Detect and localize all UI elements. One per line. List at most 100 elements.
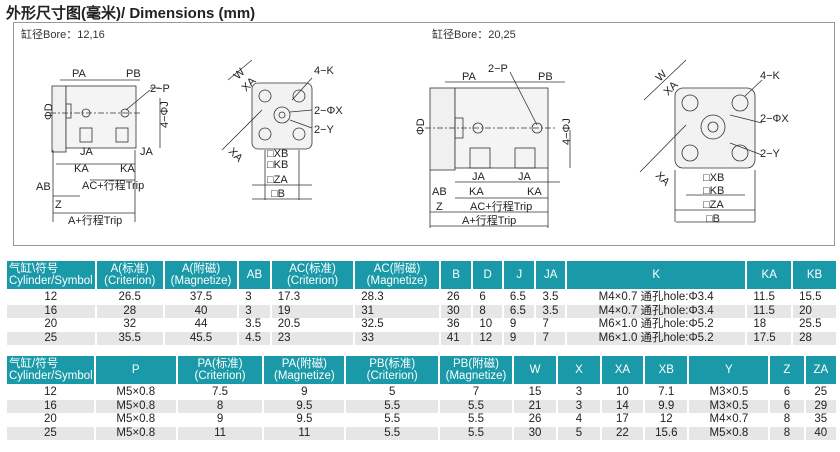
dim-za: □ZA [703, 199, 724, 211]
column-header: XA [601, 356, 644, 386]
table-cell: 9 [503, 331, 535, 345]
column-header-line: Cylinder/Symbol [9, 370, 93, 382]
table-cell: 17 [615, 413, 629, 425]
table-cell: 37.5 [189, 291, 213, 303]
table-cell: M4×0.7 通孔hole:Φ3.4 [598, 291, 714, 303]
column-header-line: J [516, 269, 523, 281]
table-cell: 12 [44, 291, 58, 303]
table-cell: 26.5 [118, 291, 141, 303]
column-header-line: (Criterion) [104, 275, 156, 287]
table-cell: 5.5 [384, 413, 401, 425]
column-header-line: KA [761, 269, 777, 281]
table-cell: 12 [473, 331, 502, 345]
table-cell: 15.6 [645, 426, 688, 440]
column-header-line: PB(标准) [369, 358, 416, 370]
table-cell: 28.3 [361, 291, 384, 303]
dim-ja: JA [140, 146, 154, 158]
column-header: KB [793, 261, 836, 291]
table-cell: M5×0.8 [95, 426, 176, 440]
table-cell: 25 [7, 426, 94, 440]
column-header: ZA [805, 356, 836, 386]
table-cell: 36 [446, 318, 460, 330]
table-cell: M3×0.5 [689, 399, 769, 413]
table-cell: 6 [479, 291, 486, 303]
dim-xa: XA [653, 170, 672, 189]
column-header: AC(附磁)(Magnetize) [355, 261, 439, 291]
column-header: PB(附磁)(Magnetize) [440, 356, 512, 386]
table-cell: 44 [194, 318, 208, 330]
drawing-frame [13, 22, 835, 246]
table-cell: 23 [271, 331, 354, 345]
column-header-line: PB(附磁) [453, 358, 499, 370]
table-cell: 16 [7, 399, 94, 413]
table-cell: 18 [753, 318, 767, 330]
table-cell: 14 [601, 399, 644, 413]
table-cell: M6×1.0 通孔hole:Φ5.2 [567, 331, 746, 345]
left-bore-label: 缸径Bore：12,16 [21, 27, 105, 41]
dim-pb: PB [538, 71, 553, 83]
table-cell: 11 [177, 426, 263, 440]
column-header-line: 气缸\符号 [9, 263, 59, 275]
dim-4k: 4−K [314, 65, 335, 77]
dim-xb: □XB [703, 172, 724, 184]
table-cell: 29 [805, 399, 836, 413]
table-cell: 32 [123, 318, 137, 330]
table-cell: 7 [542, 318, 549, 330]
table-cell: 22 [601, 426, 644, 440]
column-header-line: (Criterion) [366, 370, 418, 382]
table-cell: M5×0.8 [116, 386, 156, 398]
table-cell: 5 [389, 386, 396, 398]
dim-b: □B [271, 188, 285, 200]
table-cell: 15 [528, 386, 542, 398]
dim-kb: □KB [703, 185, 724, 197]
dim-2-phi-x: 2−ΦX [760, 113, 789, 125]
column-header: B [440, 261, 472, 291]
dim-pa: PA [462, 71, 477, 83]
dim-ja: JA [80, 146, 94, 158]
column-header: K [567, 261, 746, 291]
dim-phi-d: ΦD [43, 103, 55, 120]
dim-kb: □KB [267, 159, 288, 171]
column-header-line: Cylinder/Symbol [9, 275, 93, 287]
column-header: JA [536, 261, 565, 291]
table-cell: 12 [44, 386, 57, 398]
table-cell: 21 [513, 399, 557, 413]
table-cell: 7 [536, 331, 565, 345]
table-cell: 5.5 [346, 426, 439, 440]
table-cell: 3 [558, 399, 600, 413]
column-header-line: W [529, 364, 541, 376]
dim-w: W [654, 68, 670, 84]
table-cell: 31 [355, 304, 439, 318]
table-cell: 8 [473, 304, 502, 318]
column-header-line: K [652, 269, 660, 281]
table-cell: 5.5 [440, 426, 512, 440]
column-header-line: (Magnetize) [445, 370, 507, 382]
dim-z: Z [436, 201, 443, 213]
column-header-line: (Magnetize) [366, 275, 428, 287]
column-header: X [558, 356, 600, 386]
column-header: D [473, 261, 502, 291]
table-cell: 28 [96, 304, 163, 318]
table-cell: 11 [264, 426, 345, 440]
column-header-line: A(附磁) [181, 263, 221, 275]
table-cell: 8 [770, 426, 804, 440]
column-header: Y [689, 356, 769, 386]
dim-2y: 2−Y [314, 124, 335, 136]
dim-a-trip: A+行程Trip [462, 214, 516, 227]
dim-2y: 2−Y [760, 148, 781, 160]
table-cell: 6.5 [503, 304, 535, 318]
column-header: PA(附磁)(Magnetize) [264, 356, 345, 386]
column-header-line: XA [614, 364, 631, 376]
table-cell: 6 [770, 399, 804, 413]
dim-ac-trip: AC+行程Trip [82, 179, 144, 192]
dim-pb: PB [126, 68, 141, 80]
